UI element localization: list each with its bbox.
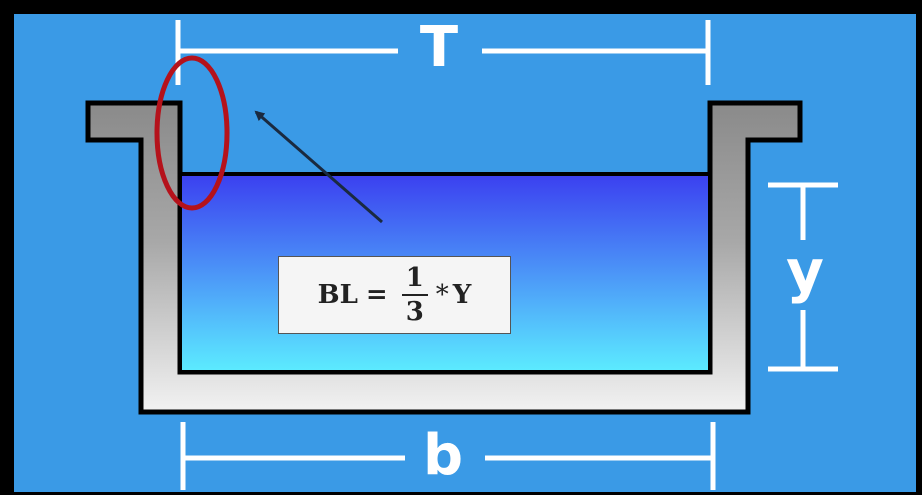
bottom-width-label: b (422, 423, 464, 488)
formula-variable: Y (452, 280, 472, 310)
top-width-dimension (175, 20, 711, 85)
formula-operator: * (435, 280, 449, 310)
water-depth-label: y (786, 237, 824, 305)
freeboard-highlight-ellipse (154, 55, 230, 211)
formula-lhs: BL (317, 280, 358, 310)
formula-numerator: 1 (401, 265, 428, 296)
formula-fraction: 1 3 (401, 265, 428, 327)
bottom-width-dimension (180, 422, 716, 490)
freeboard-formula-box: BL = 1 3 * Y (278, 256, 511, 334)
formula-denominator: 3 (405, 297, 424, 327)
formula-equals: = (365, 280, 388, 310)
depth-dimension (768, 182, 838, 372)
top-width-label: T (419, 15, 459, 80)
pointer-arrow (254, 110, 383, 224)
